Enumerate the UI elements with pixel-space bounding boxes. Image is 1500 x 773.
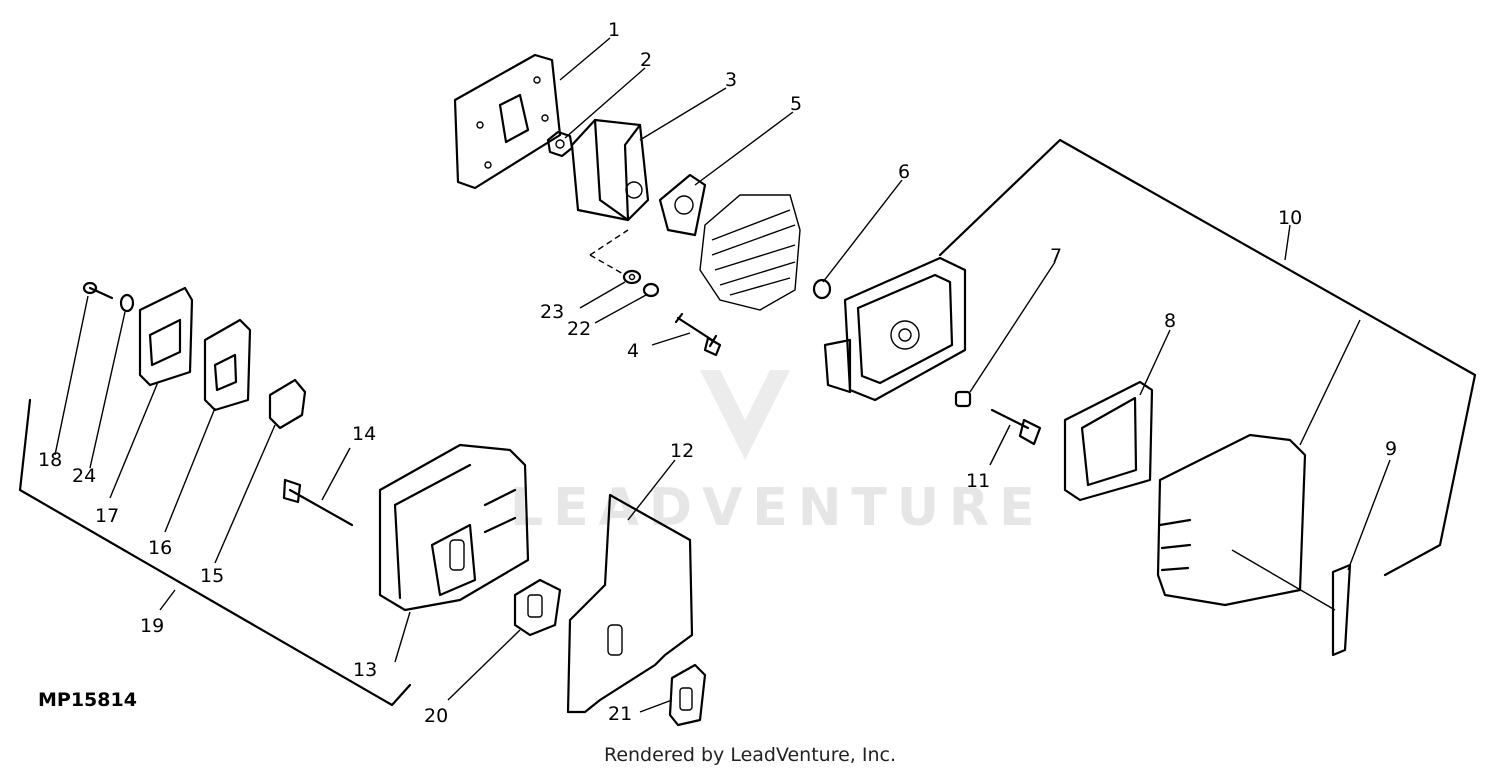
part-o-ring-6 bbox=[812, 278, 832, 300]
watermark-logo-icon bbox=[700, 370, 790, 460]
figure-code: MP15814 bbox=[38, 689, 137, 711]
callout-22: 22 bbox=[567, 318, 591, 340]
callout-23: 23 bbox=[540, 301, 564, 323]
callout-20: 20 bbox=[424, 705, 448, 727]
part-block-3 bbox=[570, 118, 650, 222]
part-screen-15 bbox=[268, 378, 307, 430]
part-muffler-13 bbox=[378, 443, 530, 612]
callout-13: 13 bbox=[353, 659, 377, 681]
part-filter-element-8 bbox=[1063, 380, 1154, 502]
bracket-19 bbox=[18, 398, 412, 707]
callout-4: 4 bbox=[627, 340, 639, 362]
callout-2: 2 bbox=[640, 49, 652, 71]
callout-21: 21 bbox=[608, 703, 632, 725]
part-screw-18 bbox=[82, 281, 114, 300]
callout-3: 3 bbox=[725, 69, 737, 91]
callout-17: 17 bbox=[95, 505, 119, 527]
air-filter-base bbox=[823, 256, 967, 402]
bracket-10 bbox=[938, 138, 1477, 577]
part-screw-4 bbox=[674, 312, 722, 357]
callout-7: 7 bbox=[1050, 245, 1062, 267]
part-gasket-5 bbox=[658, 173, 707, 237]
callout-15: 15 bbox=[200, 565, 224, 587]
callout-11: 11 bbox=[966, 470, 990, 492]
callout-1: 1 bbox=[608, 19, 620, 41]
part-label-9 bbox=[1331, 563, 1352, 657]
callout-18: 18 bbox=[38, 449, 62, 471]
part-shield-12 bbox=[566, 493, 694, 714]
part-screw-11 bbox=[990, 408, 1042, 446]
part-lock-washer-22 bbox=[642, 282, 660, 298]
callout-12: 12 bbox=[670, 440, 694, 462]
part-sleeve-7 bbox=[954, 390, 972, 408]
callout-19: 19 bbox=[140, 615, 164, 637]
callout-10: 10 bbox=[1278, 207, 1302, 229]
callout-6: 6 bbox=[898, 161, 910, 183]
callout-labels: 1 2 3 5 6 10 7 8 9 23 22 4 11 12 14 18 2… bbox=[38, 19, 1397, 727]
part-plate-17 bbox=[138, 286, 194, 387]
callout-24: 24 bbox=[72, 465, 96, 487]
callout-14: 14 bbox=[352, 423, 376, 445]
part-washer-24 bbox=[119, 293, 135, 313]
part-gasket-16 bbox=[203, 318, 252, 412]
part-washer-23 bbox=[622, 269, 642, 285]
footer-credit: Rendered by LeadVenture, Inc. bbox=[603, 744, 897, 766]
callout-8: 8 bbox=[1164, 310, 1176, 332]
part-screw-14 bbox=[282, 478, 354, 527]
part-gasket-20 bbox=[513, 578, 562, 637]
engine-cylinder-outline bbox=[699, 194, 801, 311]
watermark: LEADVENTURE bbox=[510, 370, 1045, 538]
callout-5: 5 bbox=[790, 93, 802, 115]
part-gasket-21 bbox=[668, 663, 707, 727]
part-gasket-plate-1 bbox=[453, 53, 562, 190]
leader-lines bbox=[54, 37, 1391, 713]
watermark-text: LEADVENTURE bbox=[510, 478, 1045, 538]
callout-16: 16 bbox=[148, 537, 172, 559]
callout-9: 9 bbox=[1385, 438, 1397, 460]
